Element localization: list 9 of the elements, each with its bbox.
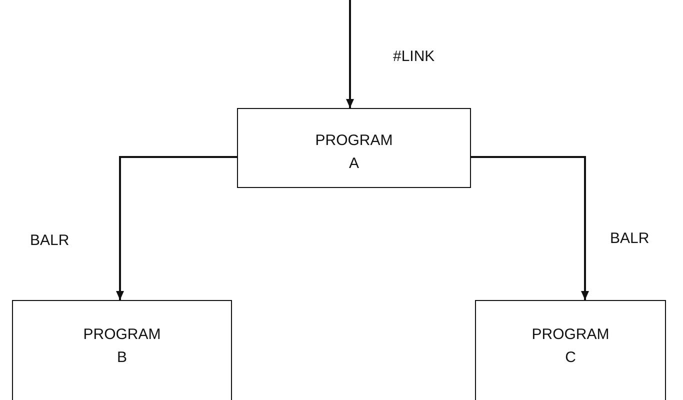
arrow <box>471 156 589 300</box>
node-label: PROGRAM A <box>314 131 394 174</box>
arrow <box>116 156 237 300</box>
arrow <box>346 0 354 108</box>
node-label: PROGRAM C <box>530 325 610 368</box>
process-box <box>12 300 232 400</box>
process-box <box>475 300 666 400</box>
node-label: PROGRAM B <box>82 325 162 368</box>
process-box <box>237 108 471 188</box>
